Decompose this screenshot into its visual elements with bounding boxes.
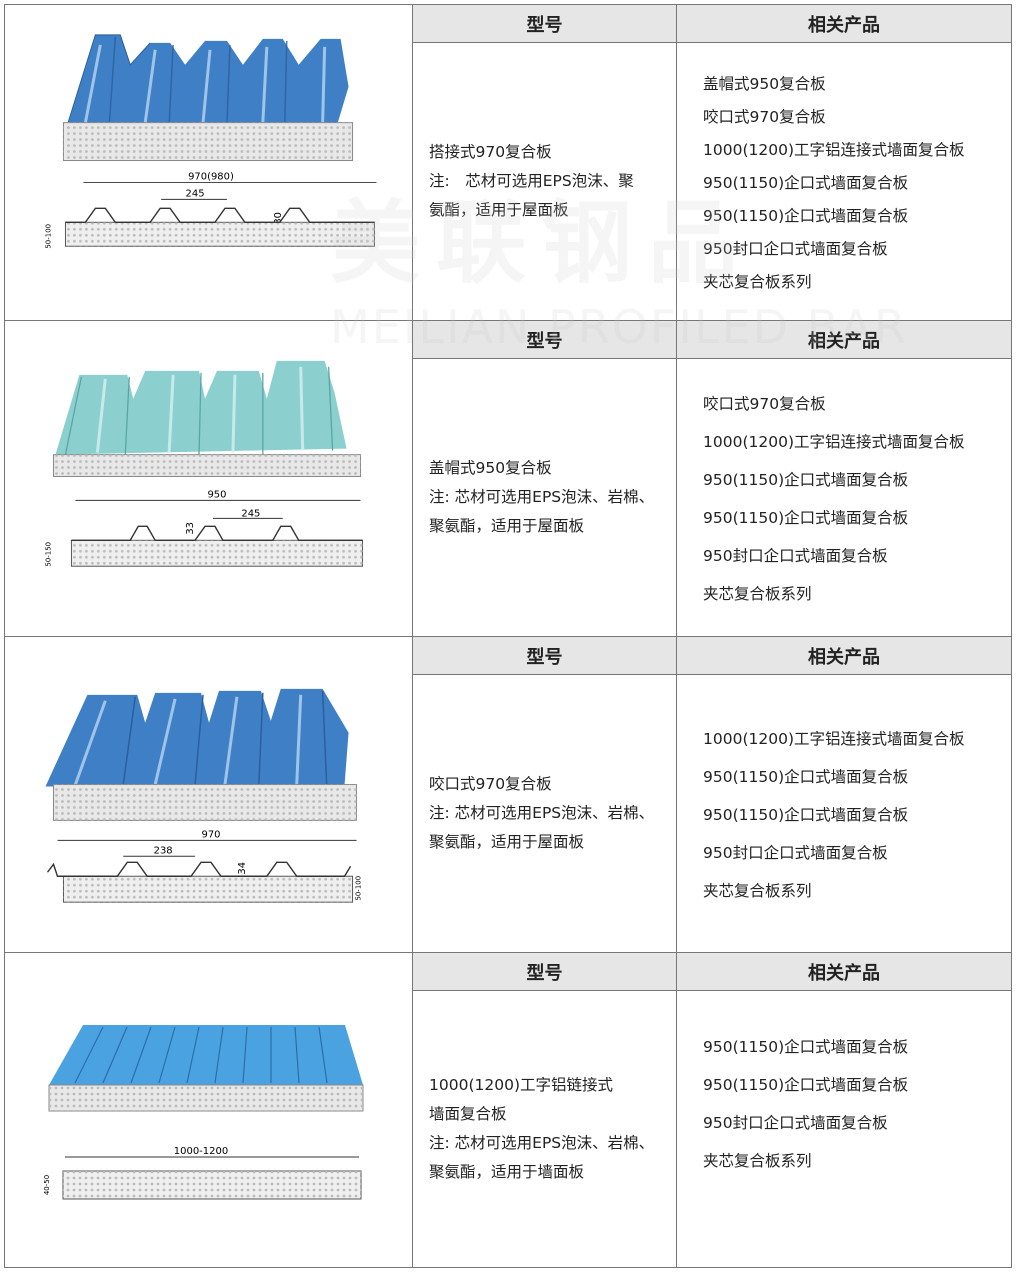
dim-thickness: 50-100 <box>45 224 53 249</box>
dim-thickness: 50-100 <box>355 876 363 901</box>
related-product-item[interactable]: 950(1150)企口式墙面复合板 <box>703 508 909 527</box>
column-header-related: 相关产品 <box>677 5 1011 43</box>
dim-pitch: 238 <box>154 845 173 856</box>
related-product-item[interactable]: 1000(1200)工字铝连接式墙面复合板 <box>703 140 965 159</box>
dim-rib: 34 <box>237 862 248 875</box>
model-line: 墙面复合板 <box>429 1105 507 1123</box>
related-product-item[interactable]: 950(1150)企口式墙面复合板 <box>703 1038 909 1056</box>
column-header-related: 相关产品 <box>677 637 1011 675</box>
i-beam-1000-panel-drawing: 1000-1200 40-50 <box>43 1025 364 1200</box>
related-product-item[interactable]: 950封口企口式墙面复合板 <box>703 843 888 862</box>
dim-pitch: 245 <box>241 508 260 519</box>
column-header-related: 相关产品 <box>677 953 1011 991</box>
dim-rib: 33 <box>185 522 196 535</box>
panel-illustration-cell: 1000-1200 40-50 <box>5 953 413 1267</box>
column-header-related: 相关产品 <box>677 321 1011 359</box>
related-product-item[interactable]: 950(1150)企口式墙面复合板 <box>703 805 909 824</box>
related-product-item[interactable]: 夹芯复合板系列 <box>703 272 812 291</box>
model-cell: 咬口式970复合板 注: 芯材可选用EPS泡沫、岩棉、 聚氨酯，适用于屋面板 <box>413 675 677 952</box>
related-product-item[interactable]: 盖帽式950复合板 <box>703 74 826 93</box>
dim-thickness: 50-150 <box>45 542 53 567</box>
model-line: 盖帽式950复合板 <box>429 459 552 477</box>
model-line: 注: 芯材可选用EPS泡沫、聚 <box>429 172 634 190</box>
related-product-item[interactable]: 夹芯复合板系列 <box>703 584 812 603</box>
related-product-item[interactable]: 950(1150)企口式墙面复合板 <box>703 1076 909 1094</box>
panel-illustration-cell: 970 238 34 50-100 <box>5 637 413 952</box>
model-cell: 搭接式970复合板 注: 芯材可选用EPS泡沫、聚 氨酯，适用于屋面板 <box>413 43 677 320</box>
related-product-item[interactable]: 1000(1200)工字铝连接式墙面复合板 <box>703 432 965 451</box>
column-header-model: 型号 <box>413 953 677 991</box>
panel-illustration-cell: 970(980) 245 30 50-100 <box>5 5 413 320</box>
product-table: 970(980) 245 30 50-100 型号 相关产品 搭接式970复合板… <box>4 4 1012 1268</box>
table-row: 970(980) 245 30 50-100 型号 相关产品 搭接式970复合板… <box>5 5 1011 321</box>
table-row: 950 245 33 50-150 型号 相关产品 盖帽式950复合板 注: 芯… <box>5 321 1011 637</box>
related-products-cell: 950(1150)企口式墙面复合板 950(1150)企口式墙面复合板 950封… <box>677 991 1011 1267</box>
model-line: 注: 芯材可选用EPS泡沫、岩棉、 <box>429 804 655 822</box>
dim-thickness: 40-50 <box>43 1175 51 1195</box>
related-product-item[interactable]: 950(1150)企口式墙面复合板 <box>703 173 909 192</box>
related-product-item[interactable]: 950封口企口式墙面复合板 <box>703 1114 888 1132</box>
lap-joint-970-panel-drawing: 970(980) 245 30 50-100 <box>45 34 377 249</box>
related-product-item[interactable]: 950封口企口式墙面复合板 <box>703 546 888 565</box>
model-line: 1000(1200)工字铝链接式 <box>429 1076 613 1094</box>
model-line: 聚氨酯，适用于墙面板 <box>429 1163 585 1181</box>
related-product-item[interactable]: 950(1150)企口式墙面复合板 <box>703 470 909 489</box>
related-product-item[interactable]: 咬口式970复合板 <box>703 394 826 413</box>
column-header-model: 型号 <box>413 5 677 43</box>
dim-pitch: 245 <box>186 188 205 199</box>
table-row: 970 238 34 50-100 型号 相关产品 咬口式970复合板 注: 芯… <box>5 637 1011 953</box>
dim-width: 970(980) <box>188 171 234 182</box>
related-product-item[interactable]: 1000(1200)工字铝连接式墙面复合板 <box>703 729 965 748</box>
related-product-item[interactable]: 950(1150)企口式墙面复合板 <box>703 767 909 786</box>
related-product-item[interactable]: 夹芯复合板系列 <box>703 881 812 900</box>
model-line: 氨酯，适用于屋面板 <box>429 201 569 219</box>
corrugated-sheet <box>45 688 349 787</box>
related-products-cell: 咬口式970复合板 1000(1200)工字铝连接式墙面复合板 950(1150… <box>677 359 1011 636</box>
related-product-item[interactable]: 950(1150)企口式墙面复合板 <box>703 206 909 225</box>
related-products-cell: 盖帽式950复合板 咬口式970复合板 1000(1200)工字铝连接式墙面复合… <box>677 43 1011 320</box>
cap-type-950-panel-drawing: 950 245 33 50-150 <box>45 360 364 567</box>
model-line: 聚氨酯，适用于屋面板 <box>429 517 585 535</box>
model-line: 注: 芯材可选用EPS泡沫、岩棉、 <box>429 1134 655 1152</box>
related-product-item[interactable]: 咬口式970复合板 <box>703 107 826 126</box>
related-product-item[interactable]: 夹芯复合板系列 <box>703 1152 812 1170</box>
model-line: 聚氨酯，适用于屋面板 <box>429 833 585 851</box>
model-line: 搭接式970复合板 <box>429 143 552 161</box>
table-row: 1000-1200 40-50 型号 相关产品 1000(1200)工字铝链接式… <box>5 953 1011 1267</box>
model-line: 咬口式970复合板 <box>429 775 552 793</box>
dim-width: 1000-1200 <box>174 1146 229 1157</box>
dim-width: 950 <box>207 489 226 500</box>
column-header-model: 型号 <box>413 321 677 359</box>
flat-sheet <box>49 1025 363 1085</box>
model-cell: 盖帽式950复合板 注: 芯材可选用EPS泡沫、岩棉、 聚氨酯，适用于屋面板 <box>413 359 677 636</box>
dim-rib: 30 <box>273 212 284 225</box>
model-line: 注: 芯材可选用EPS泡沫、岩棉、 <box>429 488 655 506</box>
model-cell: 1000(1200)工字铝链接式 墙面复合板 注: 芯材可选用EPS泡沫、岩棉、… <box>413 991 677 1267</box>
seam-lock-970-panel-drawing: 970 238 34 50-100 <box>45 688 363 903</box>
related-product-item[interactable]: 950封口企口式墙面复合板 <box>703 239 888 258</box>
column-header-model: 型号 <box>413 637 677 675</box>
related-products-cell: 1000(1200)工字铝连接式墙面复合板 950(1150)企口式墙面复合板 … <box>677 675 1011 952</box>
dim-width: 970 <box>201 829 220 840</box>
panel-illustration-cell: 950 245 33 50-150 <box>5 321 413 636</box>
